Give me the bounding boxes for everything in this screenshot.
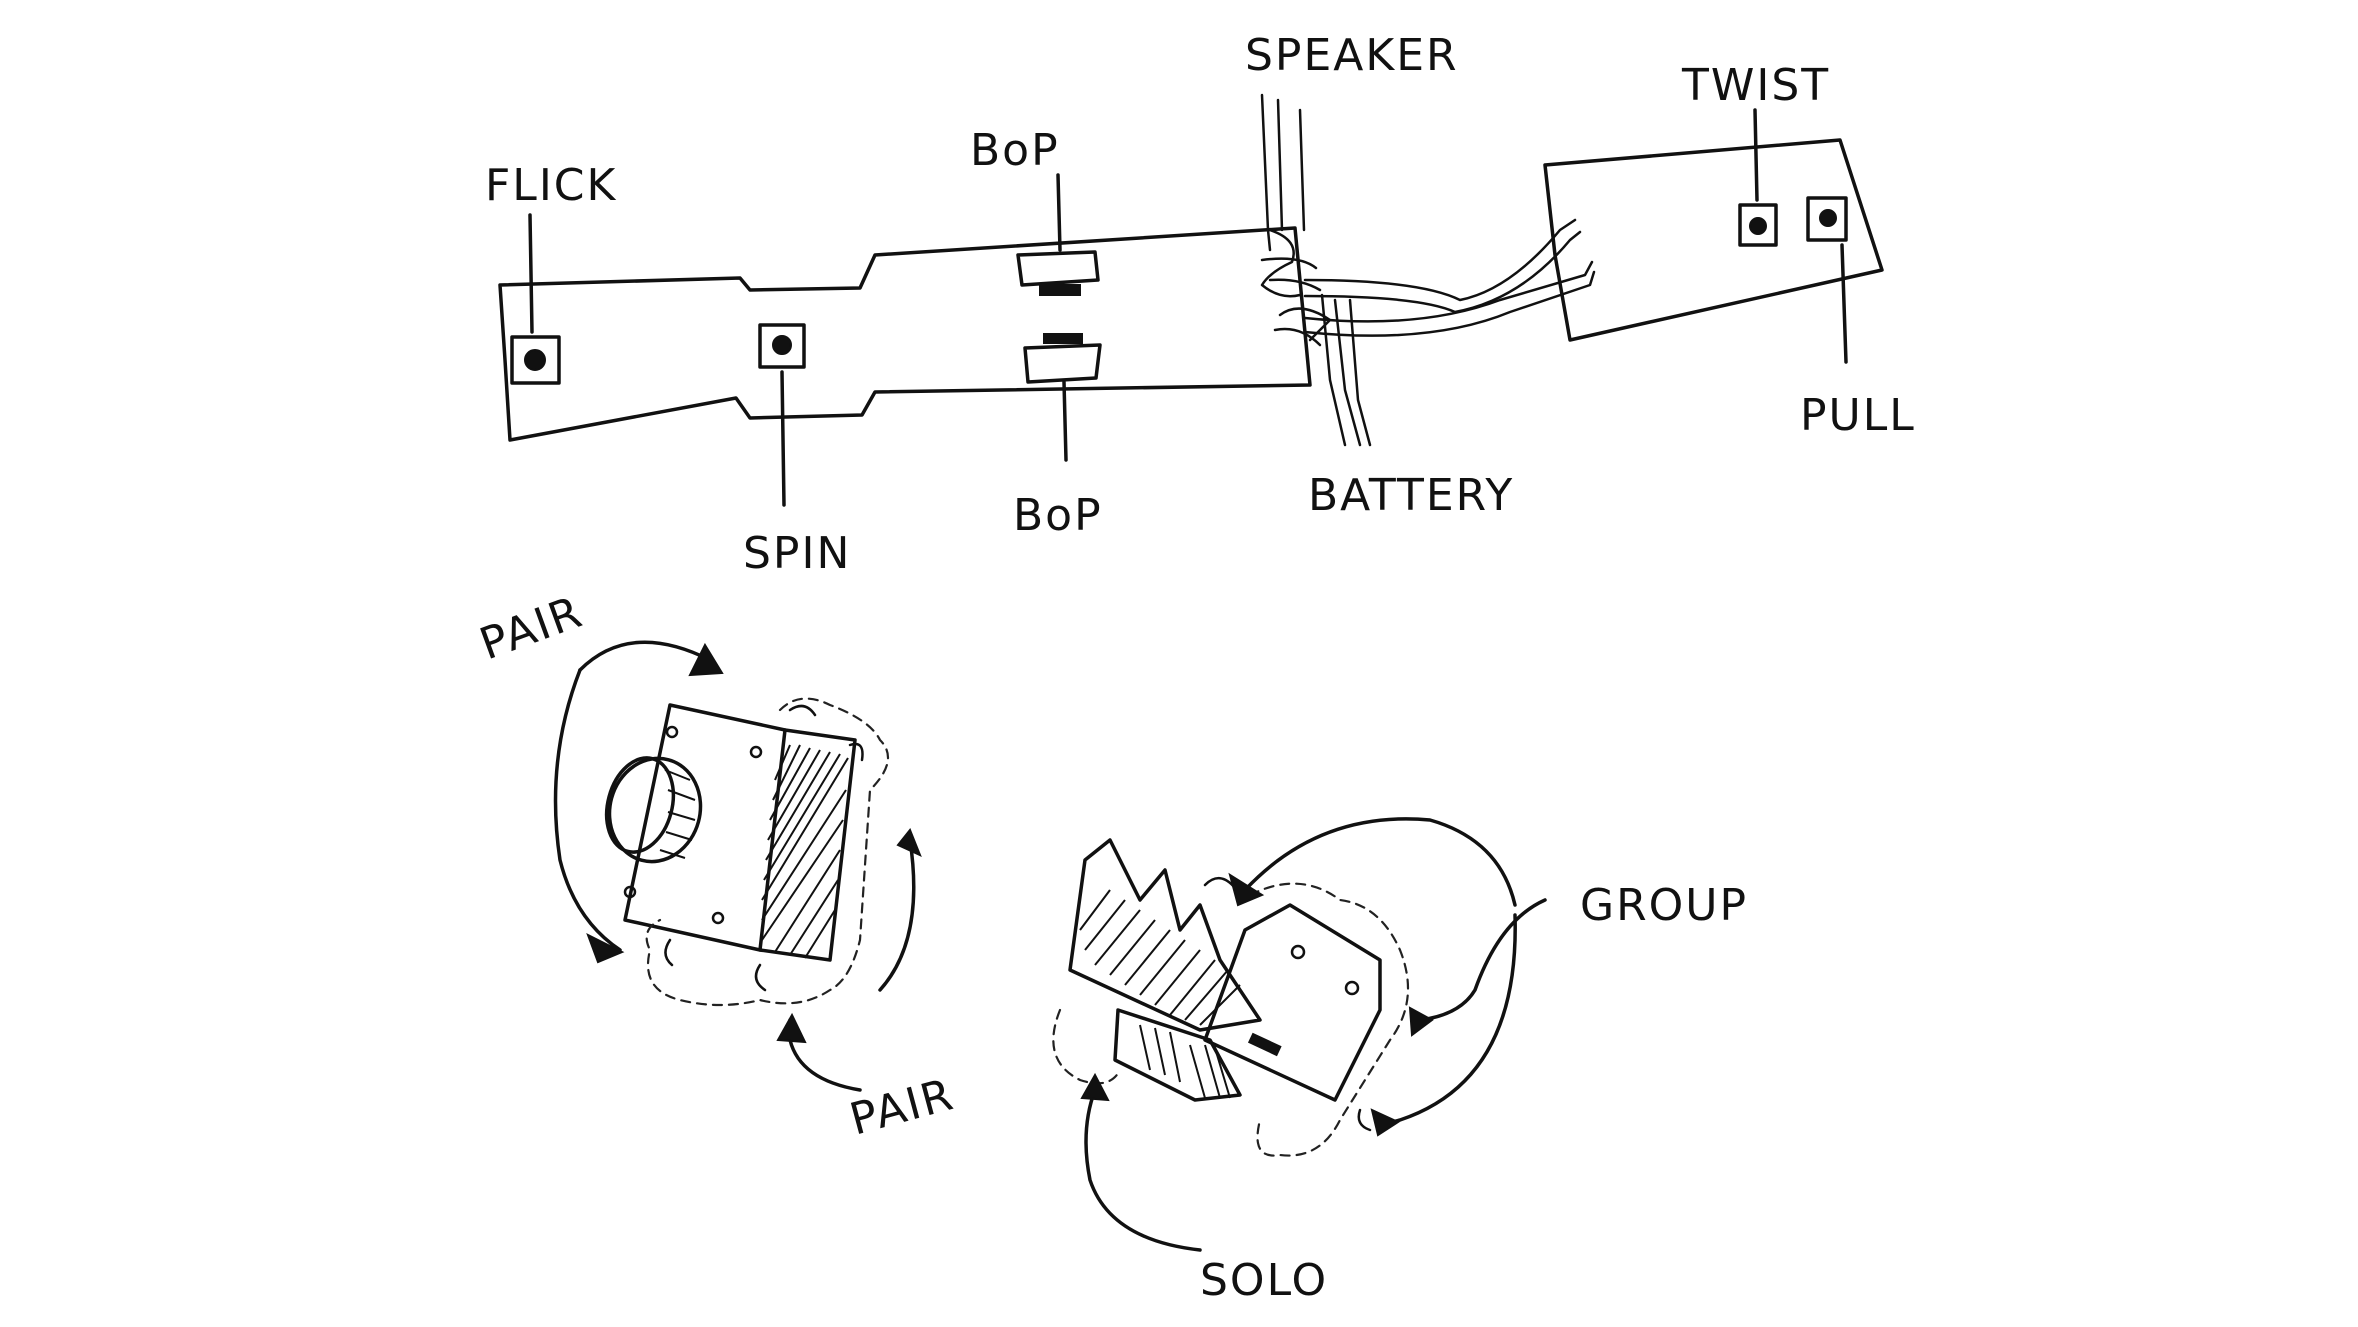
group-arrow-middle: [1418, 898, 1547, 1022]
label-twist: TWIST: [1681, 60, 1830, 111]
group-arrow-top: [1243, 817, 1517, 907]
pull-sensor: [1806, 196, 1848, 242]
group-arrow-bottom: [1378, 913, 1517, 1127]
group-module: [1052, 838, 1410, 1157]
bop-button-top: [1016, 250, 1100, 296]
pair-right-arrow: [878, 838, 916, 992]
battery-wires: [1273, 293, 1372, 447]
bop-bottom-leader-line: [1062, 380, 1068, 462]
pair-module: [604, 697, 890, 1007]
pair-bottom-arrowhead: [776, 1012, 807, 1044]
label-spin: SPIN: [743, 528, 851, 579]
pair-top-arrowhead: [688, 642, 724, 677]
pair-top-arrow: [553, 668, 622, 952]
group-arrow-middle-head: [1408, 1006, 1434, 1037]
bop-top-leader-line: [1056, 173, 1062, 252]
flick-sensor: [510, 335, 561, 385]
main-board-outline: [498, 226, 1312, 442]
secondary-board-outline: [1543, 138, 1884, 342]
flick-leader-line: [528, 213, 534, 334]
pair-top-arrowhead-curve: [578, 640, 712, 672]
pair-right-arrowhead: [896, 828, 922, 857]
bop-button-bottom: [1023, 333, 1102, 384]
solo-arrow-head: [1080, 1072, 1110, 1102]
connecting-cables: [1303, 218, 1596, 337]
label-pull: PULL: [1800, 390, 1916, 441]
spin-leader-line: [780, 370, 786, 507]
label-bop-top: BoP: [970, 125, 1060, 176]
label-bop-bottom: BoP: [1013, 490, 1103, 541]
label-speaker: SPEAKER: [1245, 30, 1459, 81]
label-solo: SOLO: [1200, 1255, 1328, 1306]
label-group: GROUP: [1580, 880, 1748, 931]
speaker-wires: [1260, 93, 1322, 298]
label-pair-bottom: PAIR: [845, 1069, 960, 1146]
label-flick: FLICK: [485, 160, 617, 211]
group-arrow-top-head: [1228, 872, 1265, 907]
solo-arrow: [1084, 1088, 1202, 1252]
spin-sensor: [758, 323, 806, 369]
pull-leader-line: [1840, 243, 1848, 364]
label-pair-top: PAIR: [473, 586, 589, 670]
twist-leader-line: [1753, 108, 1759, 202]
group-arrow-bottom-head: [1370, 1108, 1401, 1137]
pair-top-arrowhead-lower: [586, 932, 625, 964]
twist-sensor: [1738, 203, 1778, 247]
label-battery: BATTERY: [1308, 470, 1514, 521]
